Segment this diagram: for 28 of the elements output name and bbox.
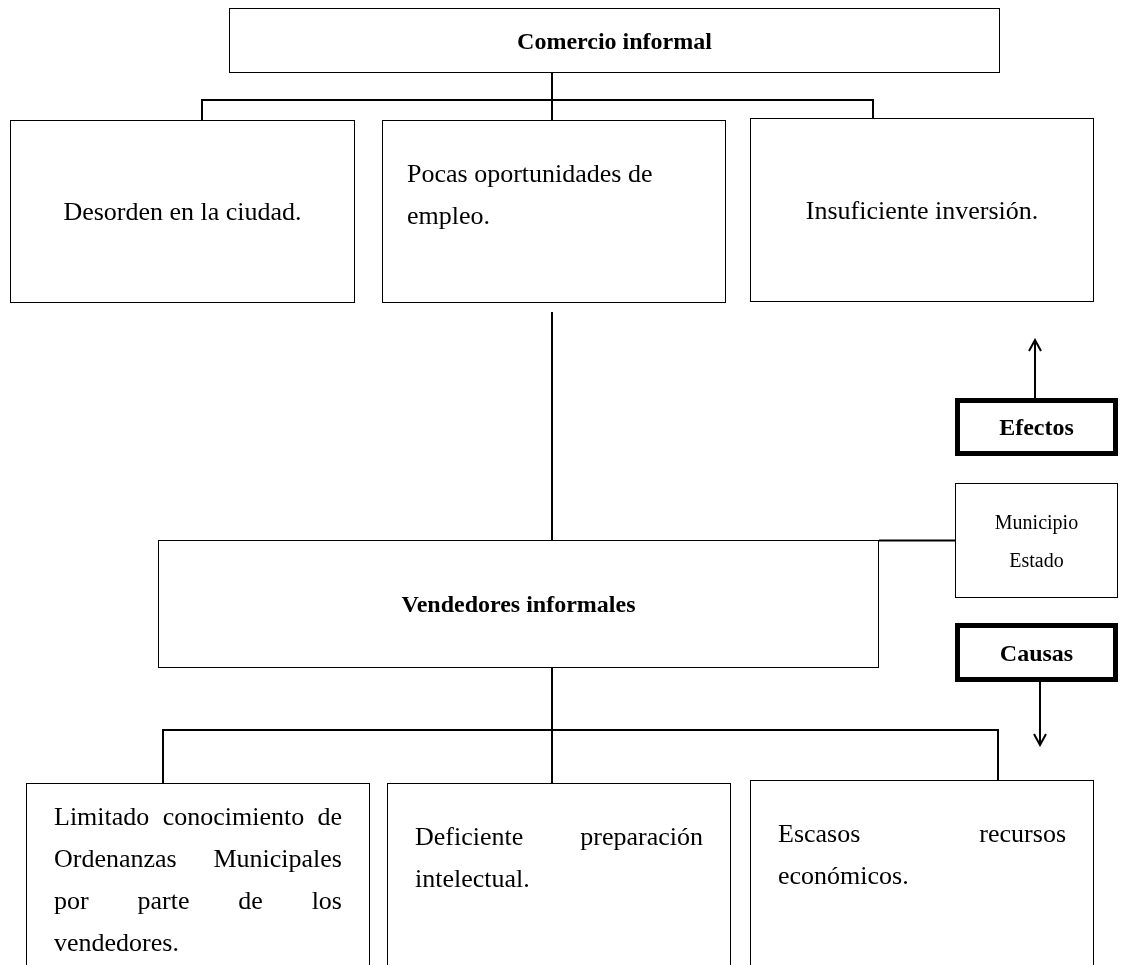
- text-box: [10, 120, 355, 303]
- connector-line: [551, 72, 874, 119]
- text-box: [750, 118, 1094, 302]
- text-box: [229, 8, 1000, 73]
- box-text: Municipio: [994, 509, 1079, 536]
- text-box: [26, 783, 370, 965]
- arrow: [1028, 339, 1042, 399]
- text-box: [955, 623, 1118, 682]
- text-box: [750, 780, 1094, 965]
- box-text: Vendedores informales: [401, 590, 636, 619]
- text-box: [955, 483, 1118, 598]
- box-text: Pocas oportunidades de empleo.: [407, 158, 654, 232]
- box-text: Deficiente preparación intelectual.: [415, 821, 703, 896]
- text-box: [382, 120, 726, 303]
- connector-line: [878, 539, 956, 542]
- box-text: Causas: [999, 638, 1074, 668]
- box-text: Escasos recursos económicos.: [778, 818, 1066, 893]
- box-text: Desorden en la ciudad.: [63, 196, 302, 228]
- box-text: Limitado conocimiento de Ordenanzas Municipales por parte de los vendedores.: [54, 801, 342, 960]
- text-box: [387, 783, 731, 965]
- text-box: [955, 398, 1118, 456]
- arrow: [1033, 681, 1047, 746]
- box-text: Estado: [1009, 547, 1064, 573]
- text-box: [158, 540, 879, 668]
- connector-line: [551, 311, 553, 541]
- box-text: Insuficiente inversión.: [805, 194, 1039, 227]
- box-text: Efectos: [999, 413, 1074, 442]
- box-text: Comercio informal: [517, 26, 712, 56]
